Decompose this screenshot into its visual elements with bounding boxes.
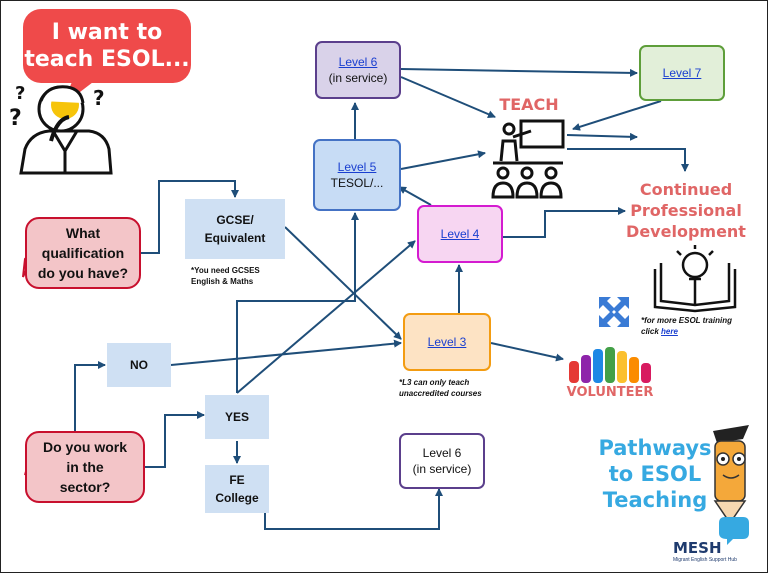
gcse-note-line-1: *You need GCSES [191,266,260,275]
teach-label: TEACH [499,95,559,114]
level6-bottom-line-1: Level 6 [422,446,462,460]
level3-note: *L3 can only teach unaccredited courses [399,377,519,399]
level6-top-link[interactable]: Level 6 [338,55,378,69]
arrow-level4-to-cpd [503,207,626,238]
training-note: *for more ESOL training click here [641,315,767,337]
cpd-line-2: Professional [630,201,742,220]
level7-link[interactable]: Level 7 [662,66,702,80]
arrow-level6-top-to-level7 [400,68,638,77]
pathways-line-1: Pathways [598,436,712,460]
arrow-no-to-level3 [170,339,402,366]
title-line-1: I want to [51,20,163,45]
level5-sub: TESOL/... [330,176,384,190]
level7-box: Level 7 [639,45,725,101]
cpd-line-3: Development [626,222,746,241]
sector-line-3: sector? [59,479,111,495]
arrow-teach-to-level7 [566,132,638,141]
level4-box: Level 4 [417,205,503,263]
arrow-sector-to-no [74,361,106,433]
arrow-qualification-to-gcse [141,180,239,254]
level5-link[interactable]: Level 5 [337,160,377,174]
pathways-title: Pathways to ESOL Teaching [593,435,717,513]
volunteer-label: VOLUNTEER [566,385,654,400]
arrow-teach-to-cpd [567,148,689,172]
svg-text:?: ? [15,83,25,104]
level6-bottom-line-2: (in service) [412,462,472,476]
mesh-brand-sub: Migrant English Support Hub [673,557,737,563]
level6-top-box: Level 6 (in service) [315,41,401,99]
qualification-line-2: qualification [41,245,125,261]
pathways-line-2: to ESOL [608,462,702,486]
training-here-link[interactable]: here [661,327,678,336]
training-note-click: click [641,327,662,336]
arrow-sector-to-yes [145,411,205,468]
level4-link[interactable]: Level 4 [440,227,480,241]
arrow-yes-to-level5 [236,212,359,393]
gcse-note-line-2: English & Maths [191,277,254,286]
arrow-level4-to-level5 [398,186,432,206]
yes-label: YES [224,410,249,424]
arrow-fe-to-level6-bottom [264,488,443,530]
gcse-line-1: GCSE/ [216,213,254,227]
yes-box: YES [205,395,269,439]
qualification-line-1: What [65,225,101,241]
fe-line-2: College [215,491,259,505]
svg-text:?: ? [9,106,22,131]
no-label: NO [130,358,148,372]
fe-college-box: FE College [205,465,269,513]
level3-link[interactable]: Level 3 [427,335,467,349]
gcse-line-2: Equivalent [204,231,266,245]
sector-bubble: Do you work in the sector? [25,431,145,503]
level6-top-sub: (in service) [328,71,388,85]
fe-line-1: FE [229,473,245,487]
svg-text:?: ? [93,86,105,110]
arrow-yes-to-level4 [236,240,416,394]
arrow-gcse-to-level3 [284,226,402,340]
level5-box: Level 5 TESOL/... [313,139,401,211]
gcse-box: GCSE/ Equivalent [185,199,285,259]
level3-note-line-1: *L3 can only teach [399,378,470,387]
level3-note-line-2: unaccredited courses [399,389,482,398]
pathways-line-3: Teaching [602,488,708,512]
gcse-note: *You need GCSES English & Maths [191,265,301,287]
level3-box: Level 3 [403,313,491,371]
qualification-line-3: do you have? [37,265,129,281]
mesh-brand: MESH [673,539,722,557]
training-note-line-2: click here [641,326,767,337]
title-line-2: teach ESOL... [24,47,190,72]
title-bubble: I want to teach ESOL... [23,9,191,83]
sector-line-2: in the [66,459,104,475]
sector-line-1: Do you work [42,439,127,455]
arrow-level5-to-teach [400,150,486,170]
arrow-level3-to-volunteer [490,342,564,362]
arrow-level7-to-teach [572,100,662,131]
cpd-label: Continued Professional Development [621,179,751,242]
level6-bottom-box: Level 6 (in service) [399,433,485,489]
training-note-line-1: *for more ESOL training [641,316,732,325]
cpd-line-1: Continued [639,180,733,199]
no-box: NO [107,343,171,387]
arrow-level6-top-to-teach [400,76,496,118]
qualification-bubble: What qualification do you have? [25,217,141,289]
